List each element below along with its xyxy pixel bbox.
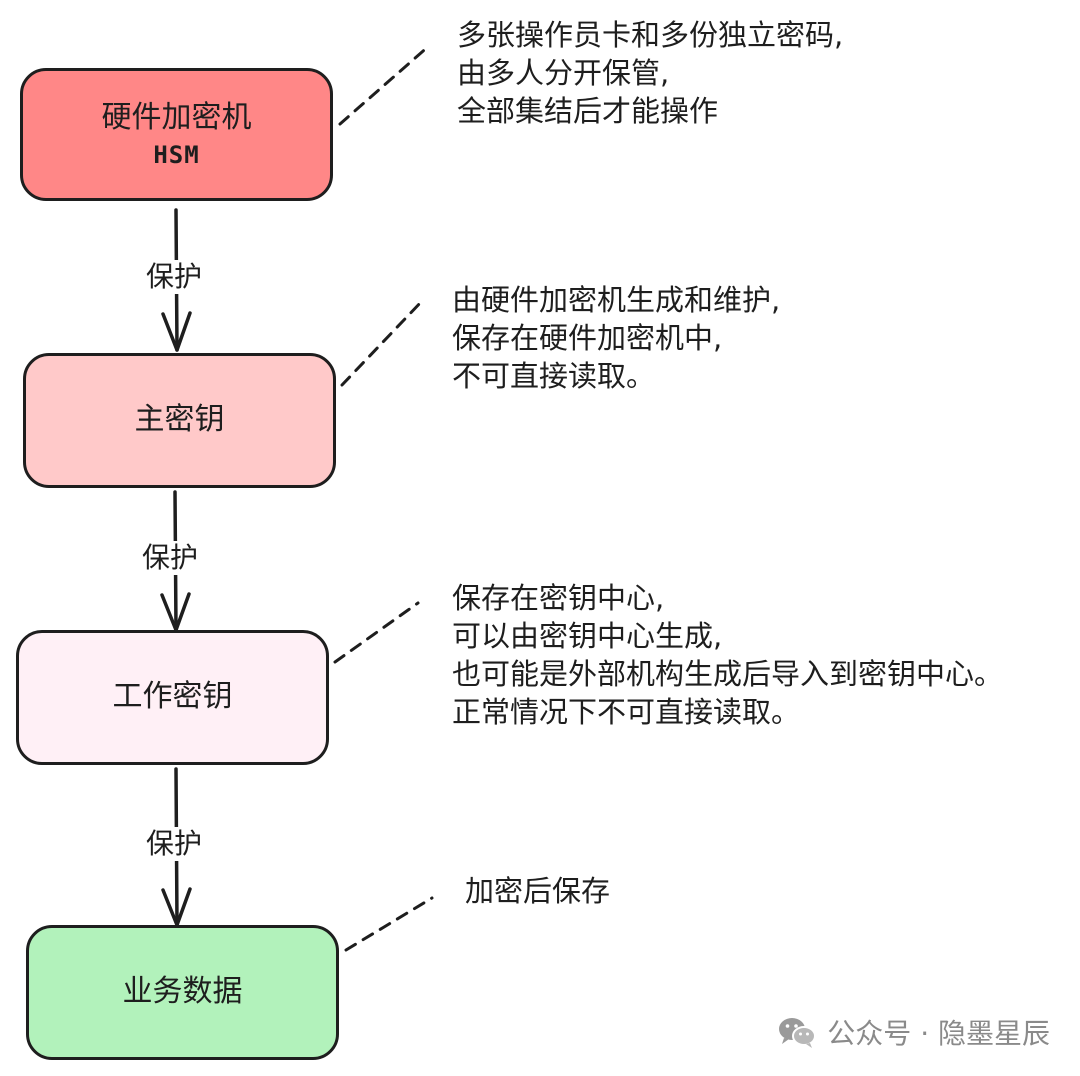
note-line: 保存在硬件加密机中, [452,321,723,355]
edge-label-master-work: 保护 [140,541,201,575]
note-line: 由硬件加密机生成和维护, [452,283,781,317]
watermark: 公众号 · 隐墨星辰 [777,1012,1050,1052]
edge-arrowhead-hsm-master [161,311,192,352]
edge-label-work-data: 保护 [144,827,205,861]
note-line: 加密后保存 [465,874,611,908]
node-working-key-title: 工作密钥 [112,679,233,715]
node-hsm: 硬件加密机 HSM [20,68,333,201]
note-line: 多张操作员卡和多份独立密码, [457,18,844,52]
note-business-data: 加密后保存 [465,872,610,910]
note-line: 可以由密钥中心生成, [452,619,723,653]
node-hsm-subtitle: HSM [153,140,200,169]
note-working-key: 保存在密钥中心, 可以由密钥中心生成, 也可能是外部机构生成后导入到密钥中心。 … [452,579,1003,731]
note-hsm: 多张操作员卡和多份独立密码, 由多人分开保管, 全部集结后才能操作 [457,16,843,130]
note-line: 全部集结后才能操作 [457,94,719,128]
note-line: 也可能是外部机构生成后导入到密钥中心。 [452,657,1004,691]
note-leader-master [340,298,425,387]
node-hsm-title: 硬件加密机 [101,100,252,136]
node-business-data-title: 业务数据 [122,974,243,1010]
node-master-key-title: 主密钥 [134,402,225,438]
note-master-key: 由硬件加密机生成和维护, 保存在硬件加密机中, 不可直接读取。 [452,281,780,395]
edge-label-hsm-master: 保护 [144,260,205,294]
note-leader-hsm [338,43,432,126]
node-working-key: 工作密钥 [16,630,329,765]
node-master-key: 主密钥 [23,353,336,488]
note-leader-data [344,896,434,952]
node-business-data: 业务数据 [26,925,339,1060]
note-leader-work [333,601,420,664]
note-line: 不可直接读取。 [452,359,656,393]
watermark-text: 公众号 · 隐墨星辰 [827,1017,1050,1050]
note-line: 由多人分开保管, [457,56,670,90]
wechat-icon [779,1018,817,1048]
note-line: 保存在密钥中心, [452,581,665,615]
note-line: 正常情况下不可直接读取。 [452,695,801,729]
